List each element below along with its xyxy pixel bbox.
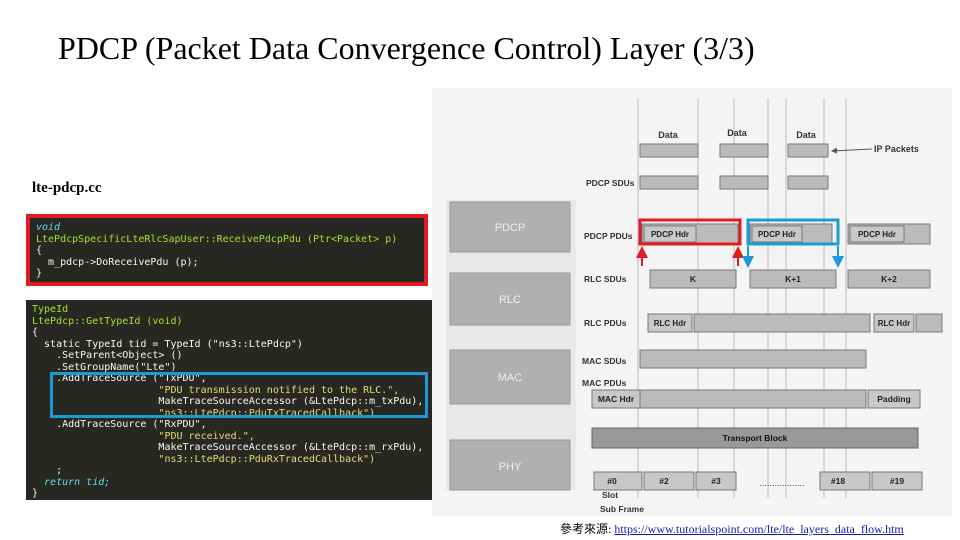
slot-caption: Slot bbox=[602, 490, 618, 500]
code-line: LtePdcp::GetTypeId (void) bbox=[32, 315, 183, 327]
lte-data-flow-diagram: PDCP RLC MAC PHY Data Data Data IP Packe… bbox=[432, 88, 952, 516]
code-line: return tid; bbox=[32, 476, 111, 488]
pdcp-sdu bbox=[787, 175, 829, 190]
rlc-sdu-label: K+1 bbox=[785, 274, 801, 284]
layer-pdcp-label: PDCP bbox=[495, 222, 526, 234]
layer-rlc-box bbox=[449, 272, 571, 326]
pdcp-hdr bbox=[643, 225, 697, 243]
rlc-sdu-label: K bbox=[690, 274, 697, 284]
mac-sdu bbox=[639, 349, 867, 369]
mac-pdu bbox=[639, 389, 867, 409]
ip-packet bbox=[639, 143, 699, 158]
mac-hdr-label: MAC Hdr bbox=[598, 394, 635, 404]
row-label-rlc-sdus: RLC SDUs bbox=[584, 274, 627, 284]
code-line: } bbox=[36, 268, 43, 279]
code-line: MakeTraceSourceAccessor (&LtePdcp::m_rxP… bbox=[32, 442, 424, 453]
rlc-hdr-label: RLC Hdr bbox=[654, 319, 686, 328]
layer-rlc-label: RLC bbox=[499, 294, 521, 306]
layer-phy-label: PHY bbox=[499, 461, 522, 473]
code-line: .AddTraceSource ("TxPDU", bbox=[32, 373, 207, 384]
layer-pdcp-box bbox=[449, 201, 571, 253]
row-label-mac-pdus: MAC PDUs bbox=[582, 378, 627, 388]
code-line: ; bbox=[32, 465, 63, 476]
pdcp-hdr-label: PDCP Hdr bbox=[758, 230, 796, 239]
data-label: Data bbox=[796, 130, 817, 140]
code-line: .SetGroupName("Lte") bbox=[32, 361, 177, 373]
row-label-rlc-pdus: RLC PDUs bbox=[584, 318, 627, 328]
code-line: LtePdcpSpecificLteRlcSapUser::ReceivePdc… bbox=[36, 233, 398, 245]
padding-label: Padding bbox=[877, 394, 911, 404]
layer-phy-box bbox=[449, 439, 571, 491]
ip-packet bbox=[787, 143, 829, 158]
rlc-sdu-label: K+2 bbox=[881, 274, 897, 284]
rlc-sdu bbox=[847, 269, 931, 289]
row-label-mac-sdus: MAC SDUs bbox=[582, 356, 627, 366]
transport-block bbox=[591, 427, 919, 449]
data-label: Data bbox=[727, 128, 748, 138]
source-link[interactable]: https://www.tutorialspoint.com/lte/lte_l… bbox=[614, 522, 904, 536]
rlc-pdu bbox=[693, 313, 871, 333]
layer-mac-label: MAC bbox=[498, 372, 523, 384]
pdcp-pdu-blue-highlight bbox=[746, 218, 840, 246]
slot-label: #2 bbox=[659, 476, 669, 486]
slot-dots: .................. bbox=[759, 478, 804, 488]
code-line: TypeId bbox=[32, 304, 69, 315]
pdcp-hdr bbox=[751, 225, 803, 243]
pdcp-hdr-label: PDCP Hdr bbox=[858, 230, 896, 239]
slot-box bbox=[819, 471, 871, 491]
code-line: { bbox=[32, 327, 39, 338]
code-line: m_pdcp->DoReceivePdu (p); bbox=[36, 256, 199, 268]
row-label-pdcp-sdus: PDCP SDUs bbox=[586, 178, 635, 188]
row-label-pdcp-pdus: PDCP PDUs bbox=[584, 231, 633, 241]
padding-box bbox=[867, 389, 921, 409]
code-line: "ns3::LtePdcp::PduTxTracedCallback") bbox=[32, 407, 376, 419]
rlc-hdr bbox=[873, 313, 915, 333]
footer-prefix: 參考來源: bbox=[560, 522, 615, 536]
pdcp-sdu bbox=[719, 175, 769, 190]
slot-box bbox=[593, 471, 643, 491]
slot-label: #19 bbox=[890, 476, 904, 486]
slot-box bbox=[643, 471, 695, 491]
layer-mac-box bbox=[449, 349, 571, 405]
slot-label: #0 bbox=[607, 476, 617, 486]
ip-packet bbox=[719, 143, 769, 158]
code-line: { bbox=[36, 245, 43, 256]
slot-label: #18 bbox=[831, 476, 845, 486]
slot-box bbox=[695, 471, 737, 491]
rlc-sdu bbox=[749, 269, 837, 289]
code-line: .SetParent<Object> () bbox=[32, 350, 183, 361]
code-block-get-type-id: TypeId LtePdcp::GetTypeId (void) { stati… bbox=[26, 300, 432, 500]
slide-title: PDCP (Packet Data Convergence Control) L… bbox=[58, 30, 755, 66]
slot-label: #3 bbox=[711, 476, 721, 486]
code-line: "PDU received.", bbox=[32, 430, 255, 442]
code-line: "ns3::LtePdcp::PduRxTracedCallback") bbox=[32, 453, 376, 465]
slot-box bbox=[871, 471, 923, 491]
data-label: Data bbox=[658, 130, 679, 140]
code-line: .AddTraceSource ("RxPDU", bbox=[32, 419, 207, 430]
rlc-pdu bbox=[915, 313, 943, 333]
rlc-sdu bbox=[649, 269, 737, 289]
pdcp-hdr-label: PDCP Hdr bbox=[651, 230, 689, 239]
file-label: lte-pdcp.cc bbox=[32, 180, 102, 196]
footer-source: 參考來源: https://www.tutorialspoint.com/lte… bbox=[560, 520, 904, 537]
code-line: } bbox=[32, 488, 39, 499]
subframe-caption: Sub Frame bbox=[600, 504, 644, 514]
ip-packets-label: IP Packets bbox=[874, 144, 919, 154]
tx-pdu-highlight-box bbox=[50, 372, 428, 418]
code-block-receive-pdcp-pdu: void LtePdcpSpecificLteRlcSapUser::Recei… bbox=[26, 214, 428, 286]
transport-block-label: Transport Block bbox=[723, 433, 788, 443]
pdcp-sdu bbox=[639, 175, 699, 190]
rlc-hdr bbox=[647, 313, 693, 333]
code-line: MakeTraceSourceAccessor (&LtePdcp::m_txP… bbox=[32, 396, 424, 407]
rlc-hdr-label: RLC Hdr bbox=[878, 319, 910, 328]
code-line: static TypeId tid = TypeId ("ns3::LtePdc… bbox=[32, 338, 303, 350]
code-line: void bbox=[36, 222, 61, 233]
pdcp-hdr bbox=[849, 225, 905, 243]
pdcp-pdu-red-highlight bbox=[638, 218, 742, 246]
code-line: "PDU transmission notified to the RLC.", bbox=[32, 384, 400, 396]
